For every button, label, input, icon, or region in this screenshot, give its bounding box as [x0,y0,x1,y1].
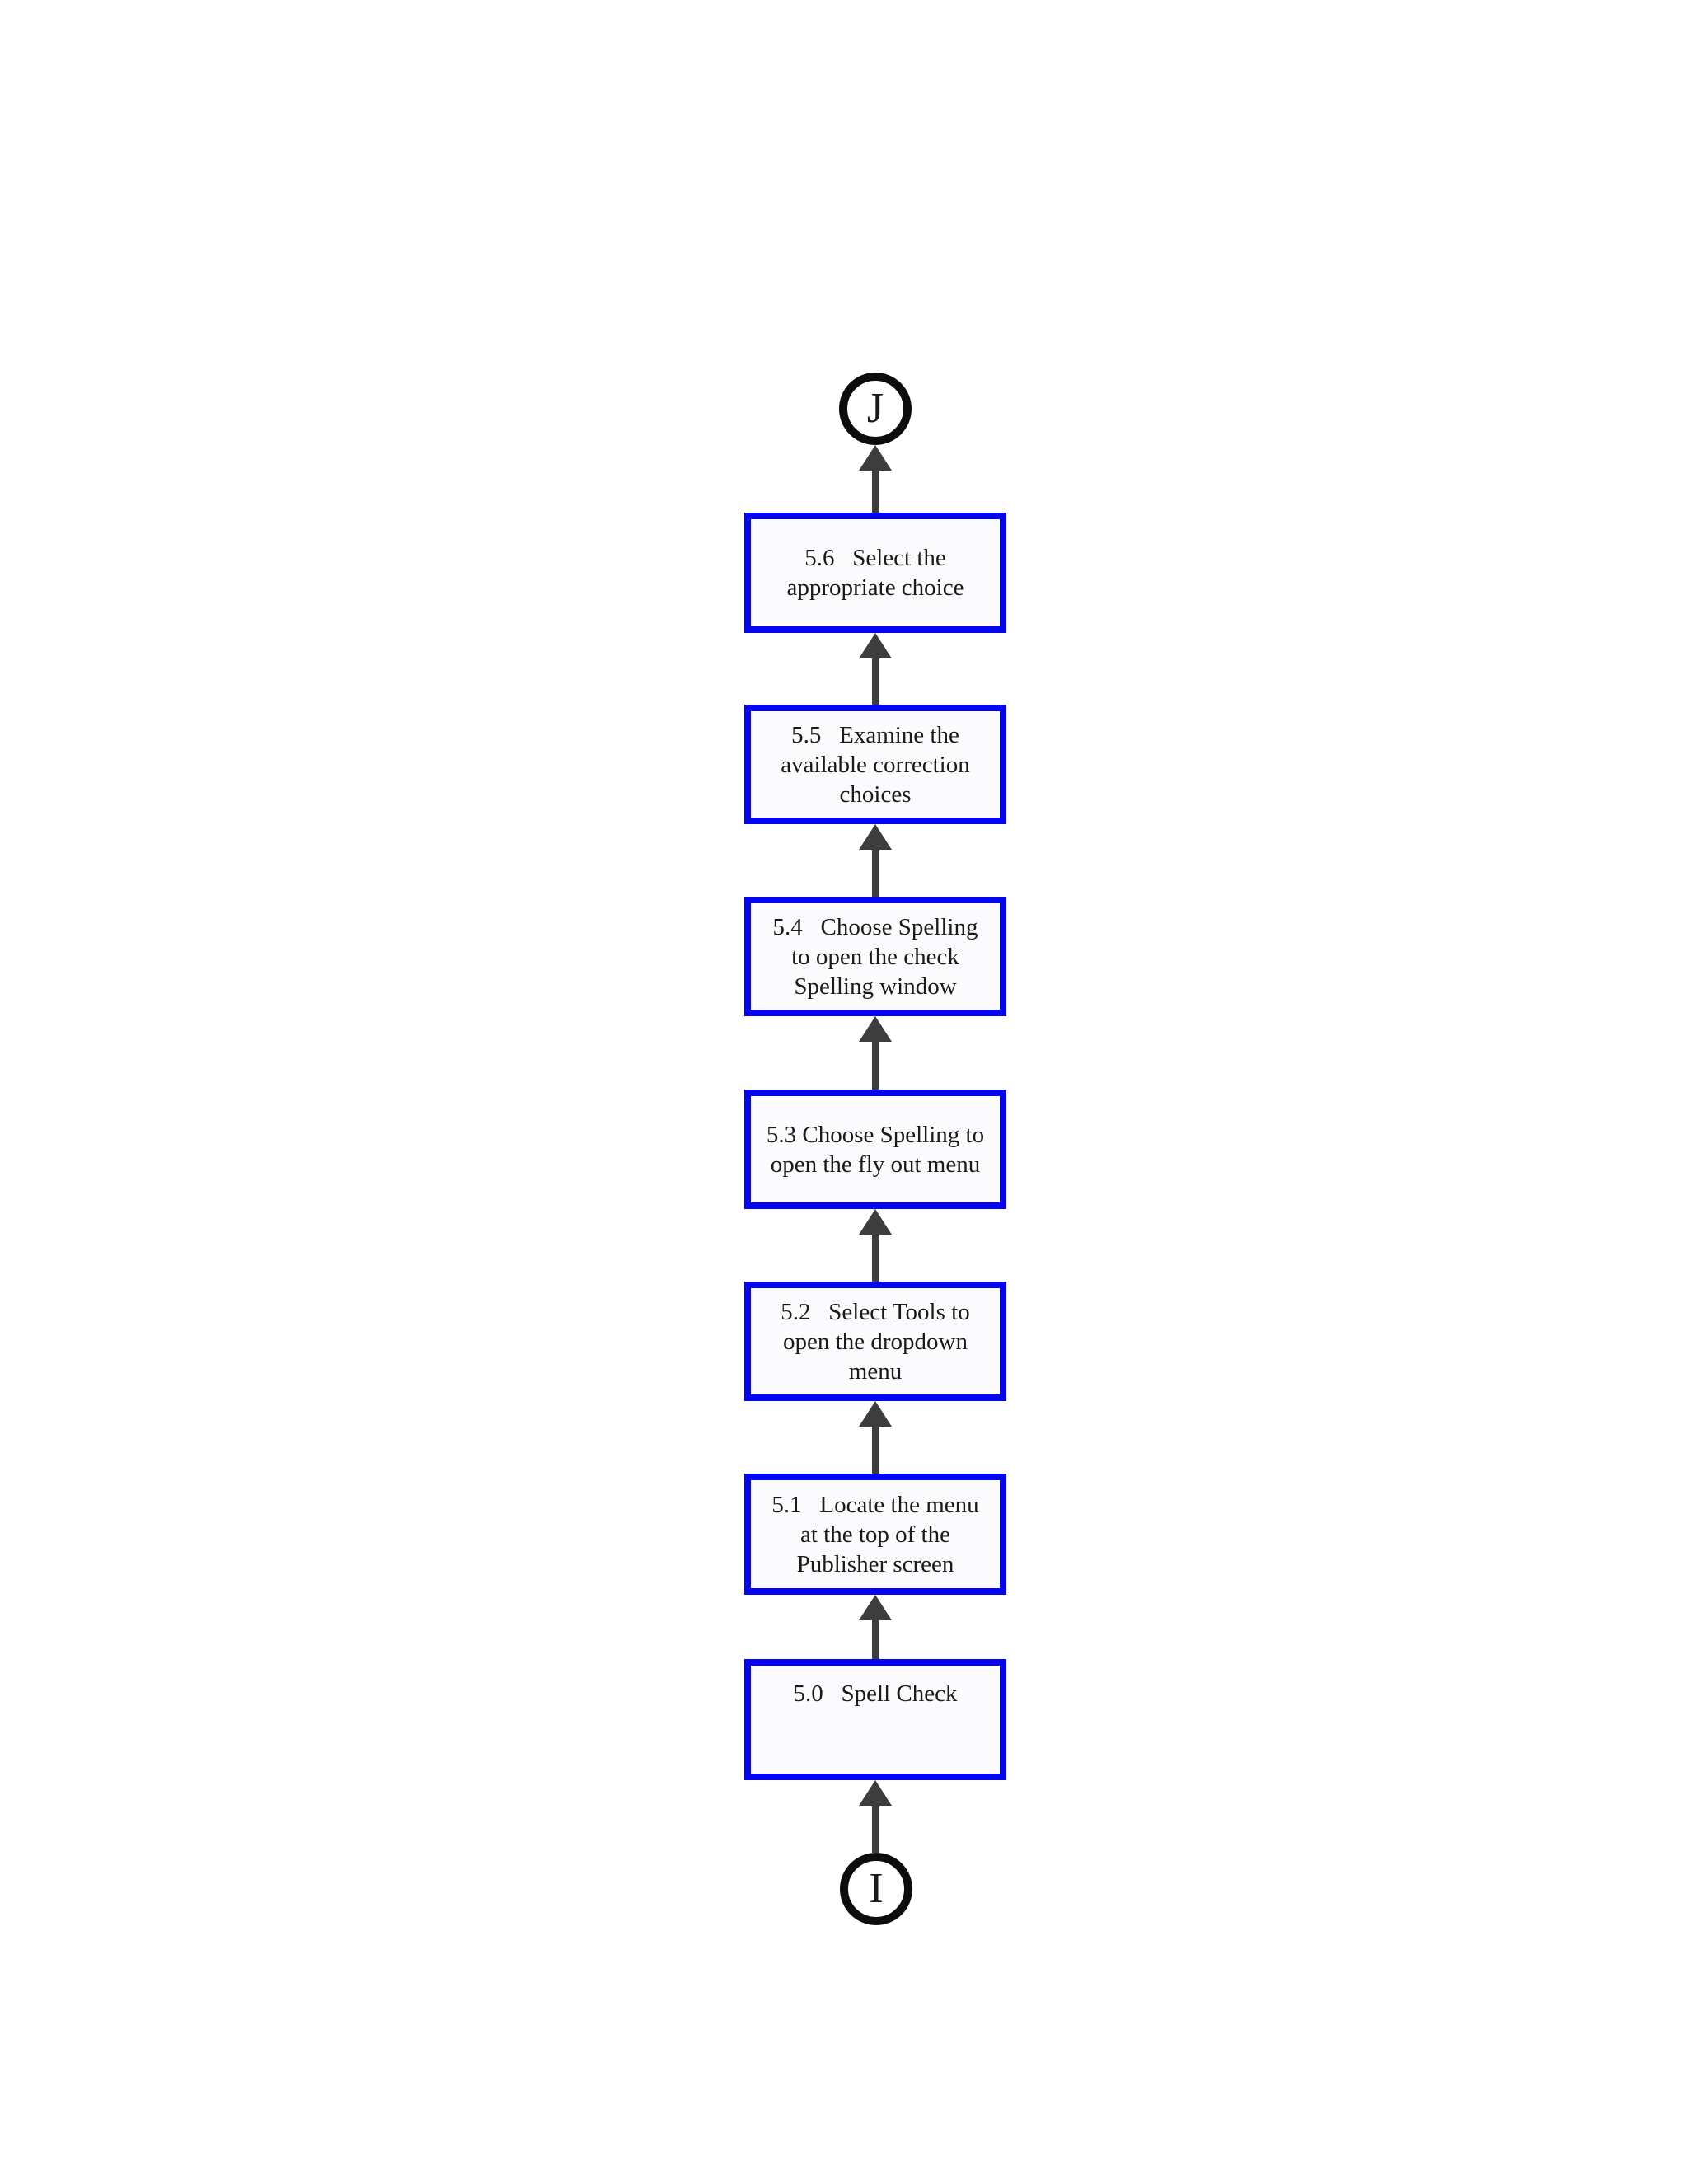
step-label: 5.4 Choose Spelling to open the check Sp… [772,913,984,1000]
step-box-5-5: 5.5 Examine the available correction cho… [744,705,1006,824]
arrow-head-icon [859,1780,892,1806]
terminal-end-circle: J [839,373,912,445]
arrow-head-icon [859,1595,892,1620]
step-label: 5.1 Locate the menu at the top of the Pu… [771,1491,985,1577]
step-box-5-1: 5.1 Locate the menu at the top of the Pu… [744,1474,1006,1595]
step-label: 5.6 Select the appropriate choice [786,545,964,601]
arrow-up-icon [858,1595,893,1659]
step-box-5-2: 5.2 Select Tools to open the dropdown me… [744,1282,1006,1401]
arrow-shaft [871,654,879,705]
terminal-end-label: J [866,385,884,432]
step-box-5-6: 5.6 Select the appropriate choice [744,513,1006,633]
arrow-head-icon [859,1401,892,1427]
arrow-shaft [871,1802,879,1853]
arrow-up-icon [858,1209,893,1282]
arrow-head-icon [859,633,892,658]
arrow-shaft [871,1422,879,1474]
arrow-shaft [871,1230,879,1282]
step-label: 5.0 Spell Check [793,1680,958,1707]
arrow-head-icon [859,824,892,850]
arrow-head-icon [859,1016,892,1042]
arrow-up-icon [858,824,893,897]
arrow-head-icon [859,1209,892,1235]
arrow-shaft [871,1038,879,1090]
arrow-shaft [871,846,879,897]
arrow-shaft [871,466,879,513]
arrow-head-icon [859,445,892,471]
step-box-5-3: 5.3 Choose Spelling to open the fly out … [744,1090,1006,1209]
terminal-start-label: I [869,1865,884,1912]
arrow-up-icon [858,633,893,705]
terminal-start-circle: I [840,1853,912,1925]
arrow-up-icon [858,1016,893,1090]
arrow-shaft [871,1616,879,1659]
arrow-up-icon [858,1780,893,1853]
arrow-up-icon [858,445,893,513]
step-box-5-4: 5.4 Choose Spelling to open the check Sp… [744,897,1006,1016]
step-label: 5.5 Examine the available correction cho… [781,721,976,808]
step-label: 5.2 Select Tools to open the dropdown me… [781,1298,976,1385]
step-label: 5.3 Choose Spelling to open the fly out … [766,1121,991,1178]
step-box-5-0: 5.0 Spell Check [744,1659,1006,1780]
arrow-up-icon [858,1401,893,1474]
